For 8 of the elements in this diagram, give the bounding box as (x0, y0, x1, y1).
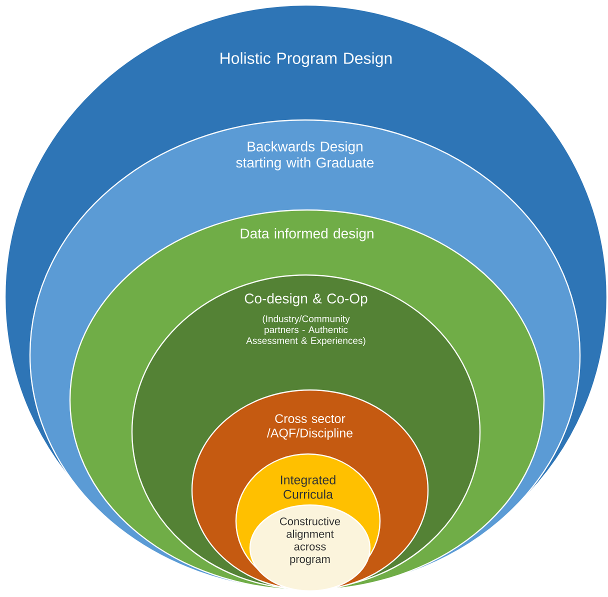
circle-label: Co-design & Co-Op (244, 293, 368, 306)
circle-label: Integrated Curricula (281, 475, 336, 499)
circle-label: (Industry/Community partners - Authentic Assessment & Experiences) (246, 315, 366, 346)
circle-label: Holistic Program Design (220, 52, 392, 68)
circle-label: Cross sector /AQF/Discipline (266, 414, 352, 440)
circle-label: Backwards Design starting with Graduate (236, 141, 374, 170)
circle-label: Data informed design (240, 228, 374, 242)
circle-label: Constructive alignment across program (280, 517, 340, 566)
